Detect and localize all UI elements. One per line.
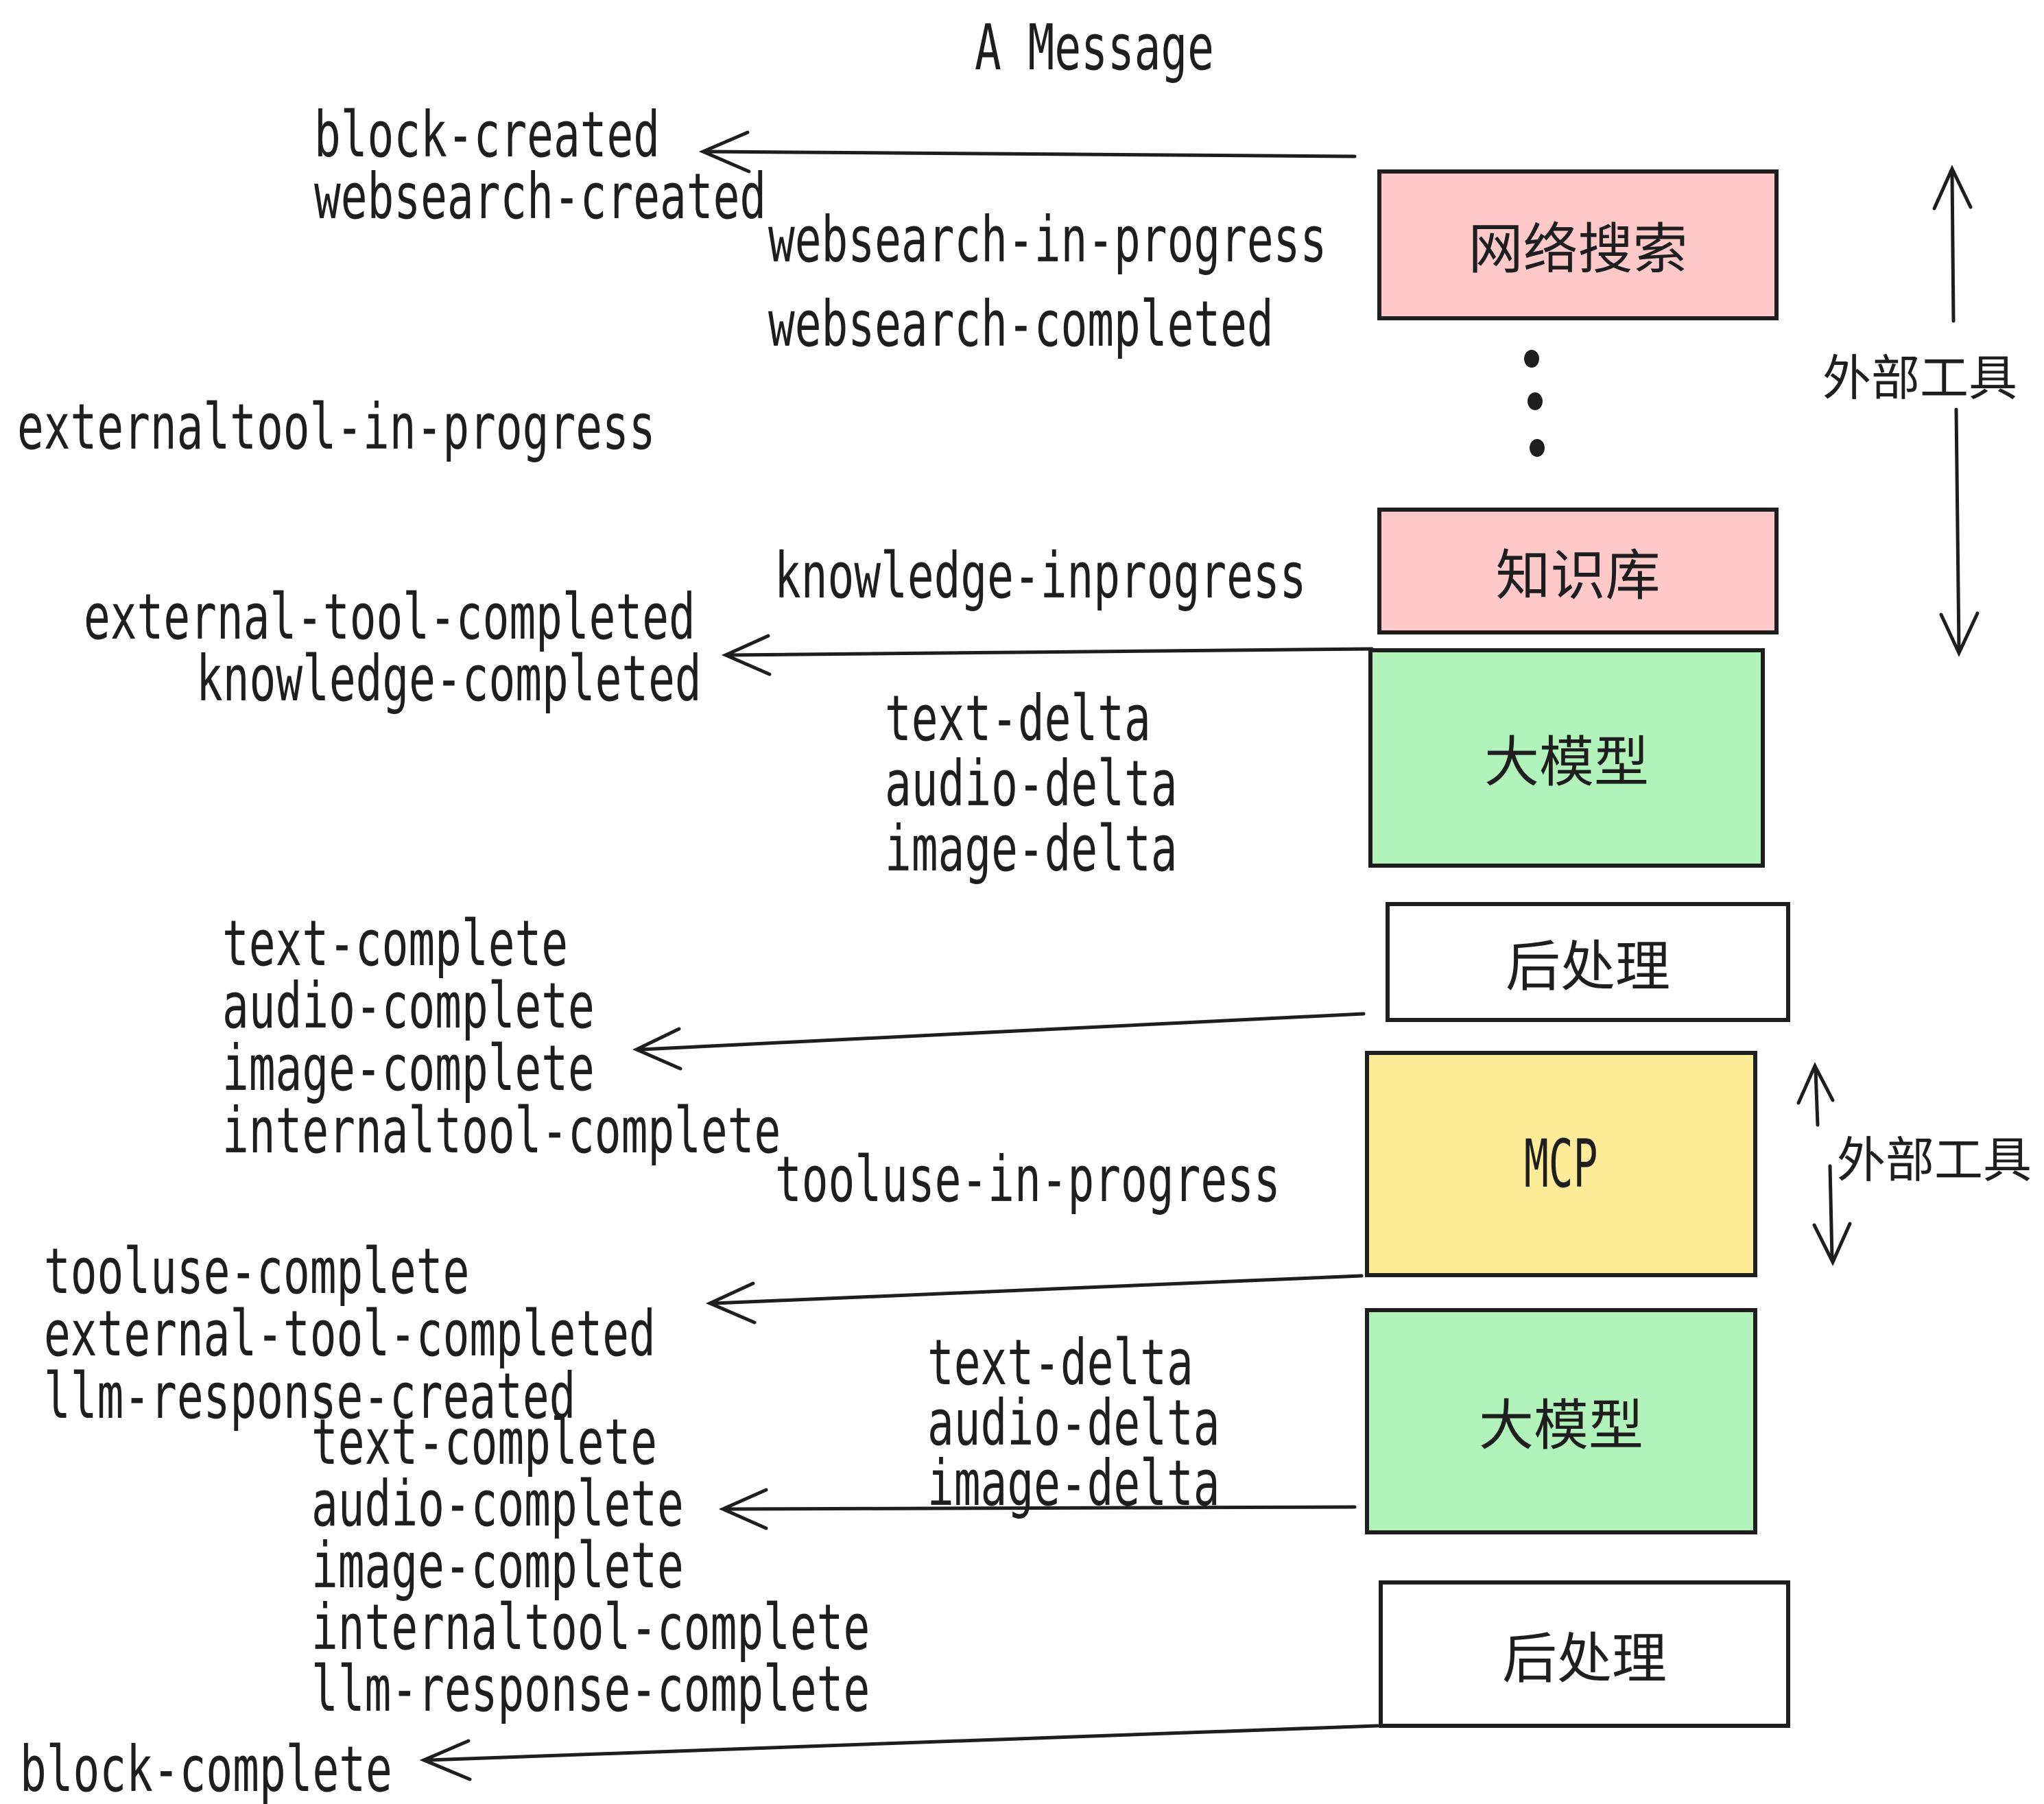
box-mcp: MCP (1365, 1051, 1757, 1277)
event-label-block-created: block-created (314, 98, 661, 171)
box-knowledge: 知识库 (1377, 508, 1779, 634)
box-mcp-label: MCP (1524, 1126, 1598, 1202)
page-title: A Message (975, 11, 1214, 84)
box-llm-2-label: 大模型 (1479, 1394, 1643, 1458)
arrow-to-audio-complete (718, 1488, 1357, 1530)
box-postprocess-1: 后处理 (1386, 902, 1790, 1022)
box-llm-1-label: 大模型 (1484, 731, 1649, 794)
box-websearch: 网络搜索 (1377, 169, 1779, 320)
event-label-text-complete-1: text-complete (222, 907, 569, 980)
event-group-complete-1: text-complete audio-complete image-compl… (222, 907, 781, 1167)
ellipsis-dots (1524, 350, 1545, 457)
arrow-to-websearch-created (698, 130, 1357, 174)
event-label-block-complete: block-complete (20, 1733, 392, 1804)
event-label-audio-delta-2: audio-delta (927, 1386, 1220, 1460)
external-tools-double-arrow-mcp (1796, 1062, 1852, 1266)
event-label-llm-response-created: llm-response-created (44, 1360, 576, 1433)
event-label-tooluse-complete: tooluse-complete (44, 1235, 470, 1308)
event-label-image-delta-2: image-delta (927, 1447, 1220, 1520)
box-knowledge-label: 知识库 (1495, 543, 1661, 608)
arrow-to-block-complete (419, 1724, 1379, 1781)
event-label-image-complete-2: image-complete (311, 1529, 684, 1602)
event-label-websearch-created: websearch-created (314, 160, 767, 233)
external-tools-label-mcp: 外部工具 (1837, 1132, 2032, 1189)
box-postprocess-2-label: 后处理 (1502, 1626, 1667, 1691)
event-label-knowledge-inprogress: knowledge-inprogress (774, 539, 1307, 613)
arrow-to-knowledge-completed (721, 634, 1374, 676)
event-label-audio-delta-1: audio-delta (885, 747, 1178, 820)
event-label-websearch-in-progress: websearch-in-progress (768, 203, 1327, 276)
event-label-externaltool-in-progress: externaltool-in-progress (17, 390, 656, 464)
event-label-text-complete-2: text-complete (311, 1405, 658, 1479)
event-label-text-delta-2: text-delta (927, 1326, 1193, 1399)
box-postprocess-2: 后处理 (1379, 1580, 1790, 1728)
external-tools-label-top: 外部工具 (1822, 350, 2018, 407)
event-label-websearch-completed: websearch-completed (768, 287, 1274, 361)
event-label-audio-complete-2: audio-complete (311, 1467, 684, 1541)
box-llm-1: 大模型 (1368, 648, 1765, 868)
event-label-image-complete-1: image-complete (222, 1032, 595, 1105)
event-group-tooluse: tooluse-complete external-tool-completed… (44, 1235, 656, 1433)
event-group-delta-2: text-delta audio-delta image-delta (927, 1326, 1220, 1520)
event-label-text-delta-1: text-delta (885, 682, 1151, 755)
event-label-internaltool-complete-2: internaltool-complete (311, 1591, 870, 1664)
event-label-knowledge-completed: knowledge-completed (196, 642, 702, 715)
event-label-tooluse-in-progress: tooluse-in-progress (775, 1143, 1281, 1216)
event-group-delta-1: text-delta audio-delta image-delta (885, 686, 1177, 881)
event-label-llm-response-complete: llm-response-complete (311, 1652, 870, 1726)
event-label-image-delta-1: image-delta (885, 812, 1178, 886)
external-tools-double-arrow-top (1932, 165, 1980, 657)
event-label-audio-complete-1: audio-complete (222, 969, 595, 1043)
event-label-external-tool-completed-2: external-tool-completed (44, 1297, 656, 1370)
arrow-to-image-complete (632, 1012, 1366, 1071)
event-group-complete-2: text-complete audio-complete image-compl… (311, 1405, 870, 1726)
box-websearch-label: 网络搜索 (1468, 217, 1688, 281)
box-llm-2: 大模型 (1365, 1308, 1757, 1534)
arrow-to-external-tool-completed (705, 1274, 1364, 1325)
box-postprocess-1-label: 后处理 (1506, 934, 1670, 999)
event-label-internaltool-complete-1: internaltool-complete (222, 1094, 781, 1167)
event-label-external-tool-completed: external-tool-completed (84, 580, 696, 654)
